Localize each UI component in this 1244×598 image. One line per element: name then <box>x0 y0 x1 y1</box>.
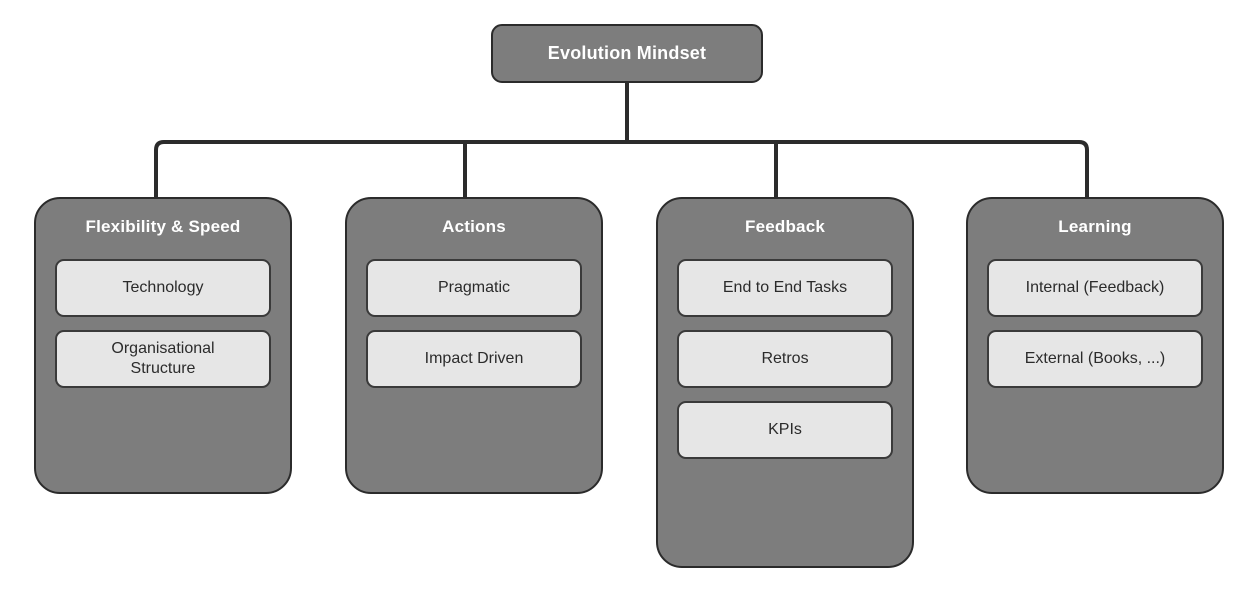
branch-learning[interactable]: Learning Internal (Feedback) External (B… <box>966 197 1224 494</box>
branch-item[interactable]: End to End Tasks <box>677 259 893 318</box>
branch-item-list: Internal (Feedback) External (Books, ...… <box>987 259 1203 389</box>
branch-title: Actions <box>442 217 506 236</box>
root-node-label: Evolution Mindset <box>547 43 707 63</box>
branch-title: Feedback <box>744 217 826 236</box>
branch-item[interactable]: Organisational Structure <box>55 330 271 389</box>
branch-feedback[interactable]: Feedback End to End Tasks Retros KPIs <box>656 197 914 568</box>
root-node[interactable]: Evolution Mindset <box>491 24 763 83</box>
branch-item[interactable]: Pragmatic <box>366 259 582 318</box>
branch-item[interactable]: Technology <box>55 259 271 318</box>
branch-item-list: Pragmatic Impact Driven <box>366 259 582 389</box>
branch-item[interactable]: Retros <box>677 330 893 389</box>
connector-bus <box>154 140 1089 197</box>
branch-item-list: Technology Organisational Structure <box>55 259 271 389</box>
branch-flexibility-and-speed[interactable]: Flexibility & Speed Technology Organisat… <box>34 197 292 494</box>
branch-item[interactable]: Impact Driven <box>366 330 582 389</box>
branch-title: Learning <box>1058 217 1132 236</box>
branch-item[interactable]: External (Books, ...) <box>987 330 1203 389</box>
branch-item[interactable]: KPIs <box>677 401 893 460</box>
branch-item[interactable]: Internal (Feedback) <box>987 259 1203 318</box>
branch-title: Flexibility & Speed <box>85 217 241 236</box>
branch-item-list: End to End Tasks Retros KPIs <box>677 259 893 460</box>
branch-actions[interactable]: Actions Pragmatic Impact Driven <box>345 197 603 494</box>
